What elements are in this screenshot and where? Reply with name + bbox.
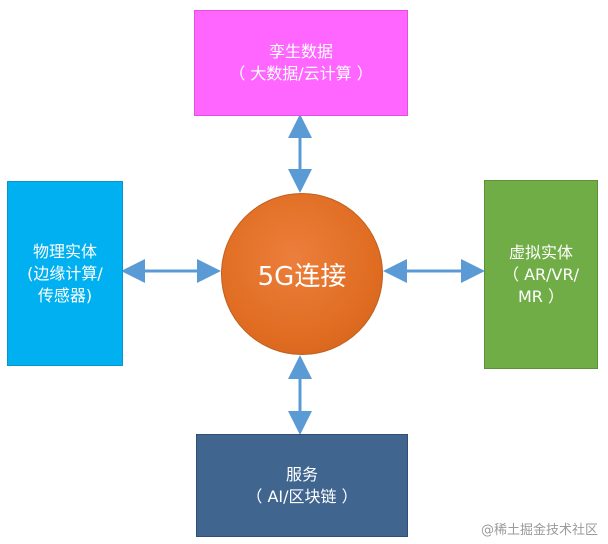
virtual-entity-subtitle-2: MR ） (517, 286, 564, 306)
virtual-entity-subtitle-1: （ AR/VR/ (503, 264, 579, 284)
twin-data-box: 孪生数据 （ 大数据/云计算 ） (194, 10, 408, 116)
twin-data-title: 孪生数据 (268, 42, 333, 61)
hub-label: 5G连接 (257, 261, 347, 292)
service-subtitle: （ AI/区块链 ） (246, 486, 358, 506)
5g-connection-hub: 5G连接 (221, 193, 383, 355)
service-title: 服务 (285, 464, 318, 484)
watermark: @稀土掘金技术社区 (480, 523, 598, 538)
physical-entity-subtitle-1: (边缘计算/ (27, 263, 103, 283)
physical-entity-subtitle-2: 传感器) (37, 285, 93, 305)
virtual-entity-box: 虚拟实体 （ AR/VR/ MR ） (484, 180, 598, 369)
twin-data-subtitle: （ 大数据/云计算 ） (229, 64, 373, 83)
physical-entity-box: 物理实体 (边缘计算/ 传感器) (7, 181, 123, 366)
service-box: 服务 （ AI/区块链 ） (196, 434, 408, 537)
virtual-entity-title: 虚拟实体 (508, 242, 573, 262)
physical-entity-title: 物理实体 (32, 241, 97, 261)
